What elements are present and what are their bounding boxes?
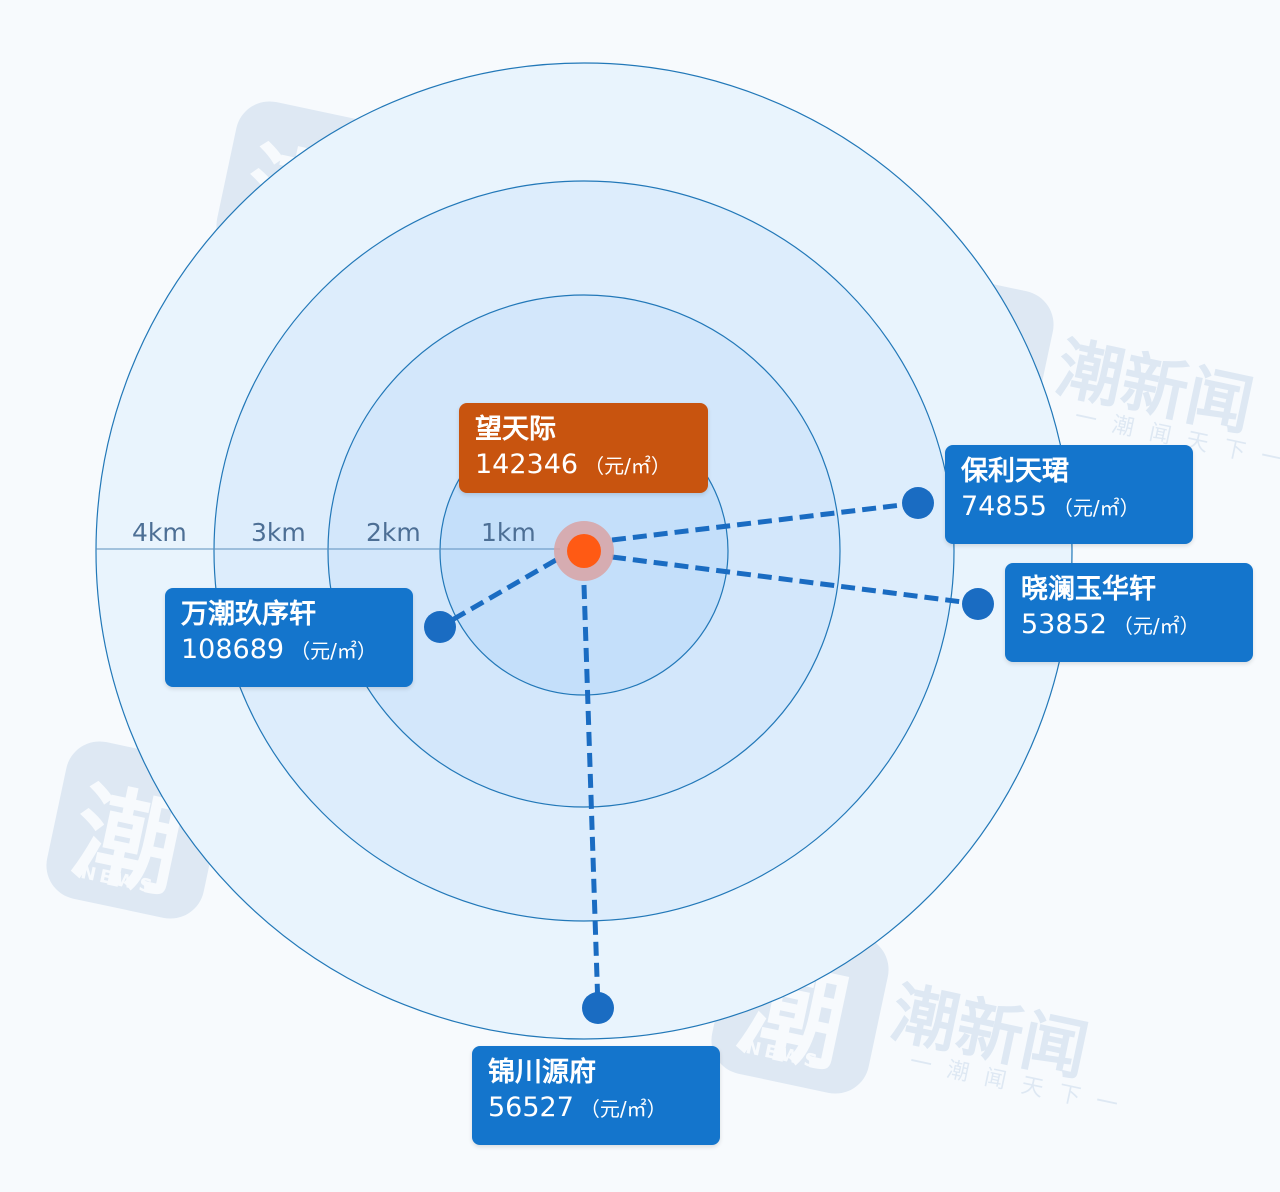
connector-wanchao bbox=[438, 557, 558, 630]
center-label: 望天际 142346（元/㎡） bbox=[459, 403, 708, 493]
scale-label-2km: 2km bbox=[366, 518, 421, 547]
connector-xiaolan bbox=[611, 554, 979, 607]
project-label-baoli: 保利天珺 74855（元/㎡） bbox=[945, 445, 1193, 544]
project-price-line: 56527（元/㎡） bbox=[488, 1090, 704, 1127]
project-label-xiaolan: 晓澜玉华轩 53852（元/㎡） bbox=[1005, 563, 1253, 662]
center-name: 望天际 bbox=[475, 414, 556, 445]
connector-jinchuan bbox=[581, 584, 601, 1009]
endpoint-jinchuan bbox=[582, 992, 614, 1024]
project-name: 保利天珺 bbox=[961, 456, 1069, 487]
project-unit: （元/㎡） bbox=[290, 639, 377, 663]
endpoint-baoli bbox=[902, 487, 934, 519]
center-dot bbox=[567, 534, 601, 568]
center-price-line: 142346（元/㎡） bbox=[475, 447, 692, 484]
project-name: 晓澜玉华轩 bbox=[1021, 574, 1156, 605]
project-price: 53852 bbox=[1021, 609, 1107, 640]
project-price-line: 53852（元/㎡） bbox=[1021, 607, 1237, 644]
scale-label-1km: 1km bbox=[481, 518, 536, 547]
project-name: 万潮玖序轩 bbox=[181, 599, 316, 630]
scale-label-4km: 4km bbox=[132, 518, 187, 547]
project-price-line: 74855（元/㎡） bbox=[961, 489, 1177, 526]
connector-baoli bbox=[611, 500, 919, 543]
center-price: 142346 bbox=[475, 449, 579, 480]
project-price: 56527 bbox=[488, 1092, 574, 1123]
scale-label-3km: 3km bbox=[251, 518, 306, 547]
project-name: 锦川源府 bbox=[488, 1057, 596, 1088]
center-unit: （元/㎡） bbox=[584, 454, 671, 478]
project-price: 108689 bbox=[181, 634, 285, 665]
project-unit: （元/㎡） bbox=[1052, 496, 1140, 520]
project-price: 74855 bbox=[961, 491, 1047, 522]
endpoint-wanchao bbox=[424, 611, 456, 643]
project-unit: （元/㎡） bbox=[1112, 614, 1200, 638]
project-label-wanchao: 万潮玖序轩 108689（元/㎡） bbox=[165, 588, 413, 687]
project-unit: （元/㎡） bbox=[579, 1097, 667, 1121]
endpoint-xiaolan bbox=[962, 588, 994, 620]
project-price-line: 108689（元/㎡） bbox=[181, 632, 397, 669]
project-label-jinchuan: 锦川源府 56527（元/㎡） bbox=[472, 1046, 720, 1145]
